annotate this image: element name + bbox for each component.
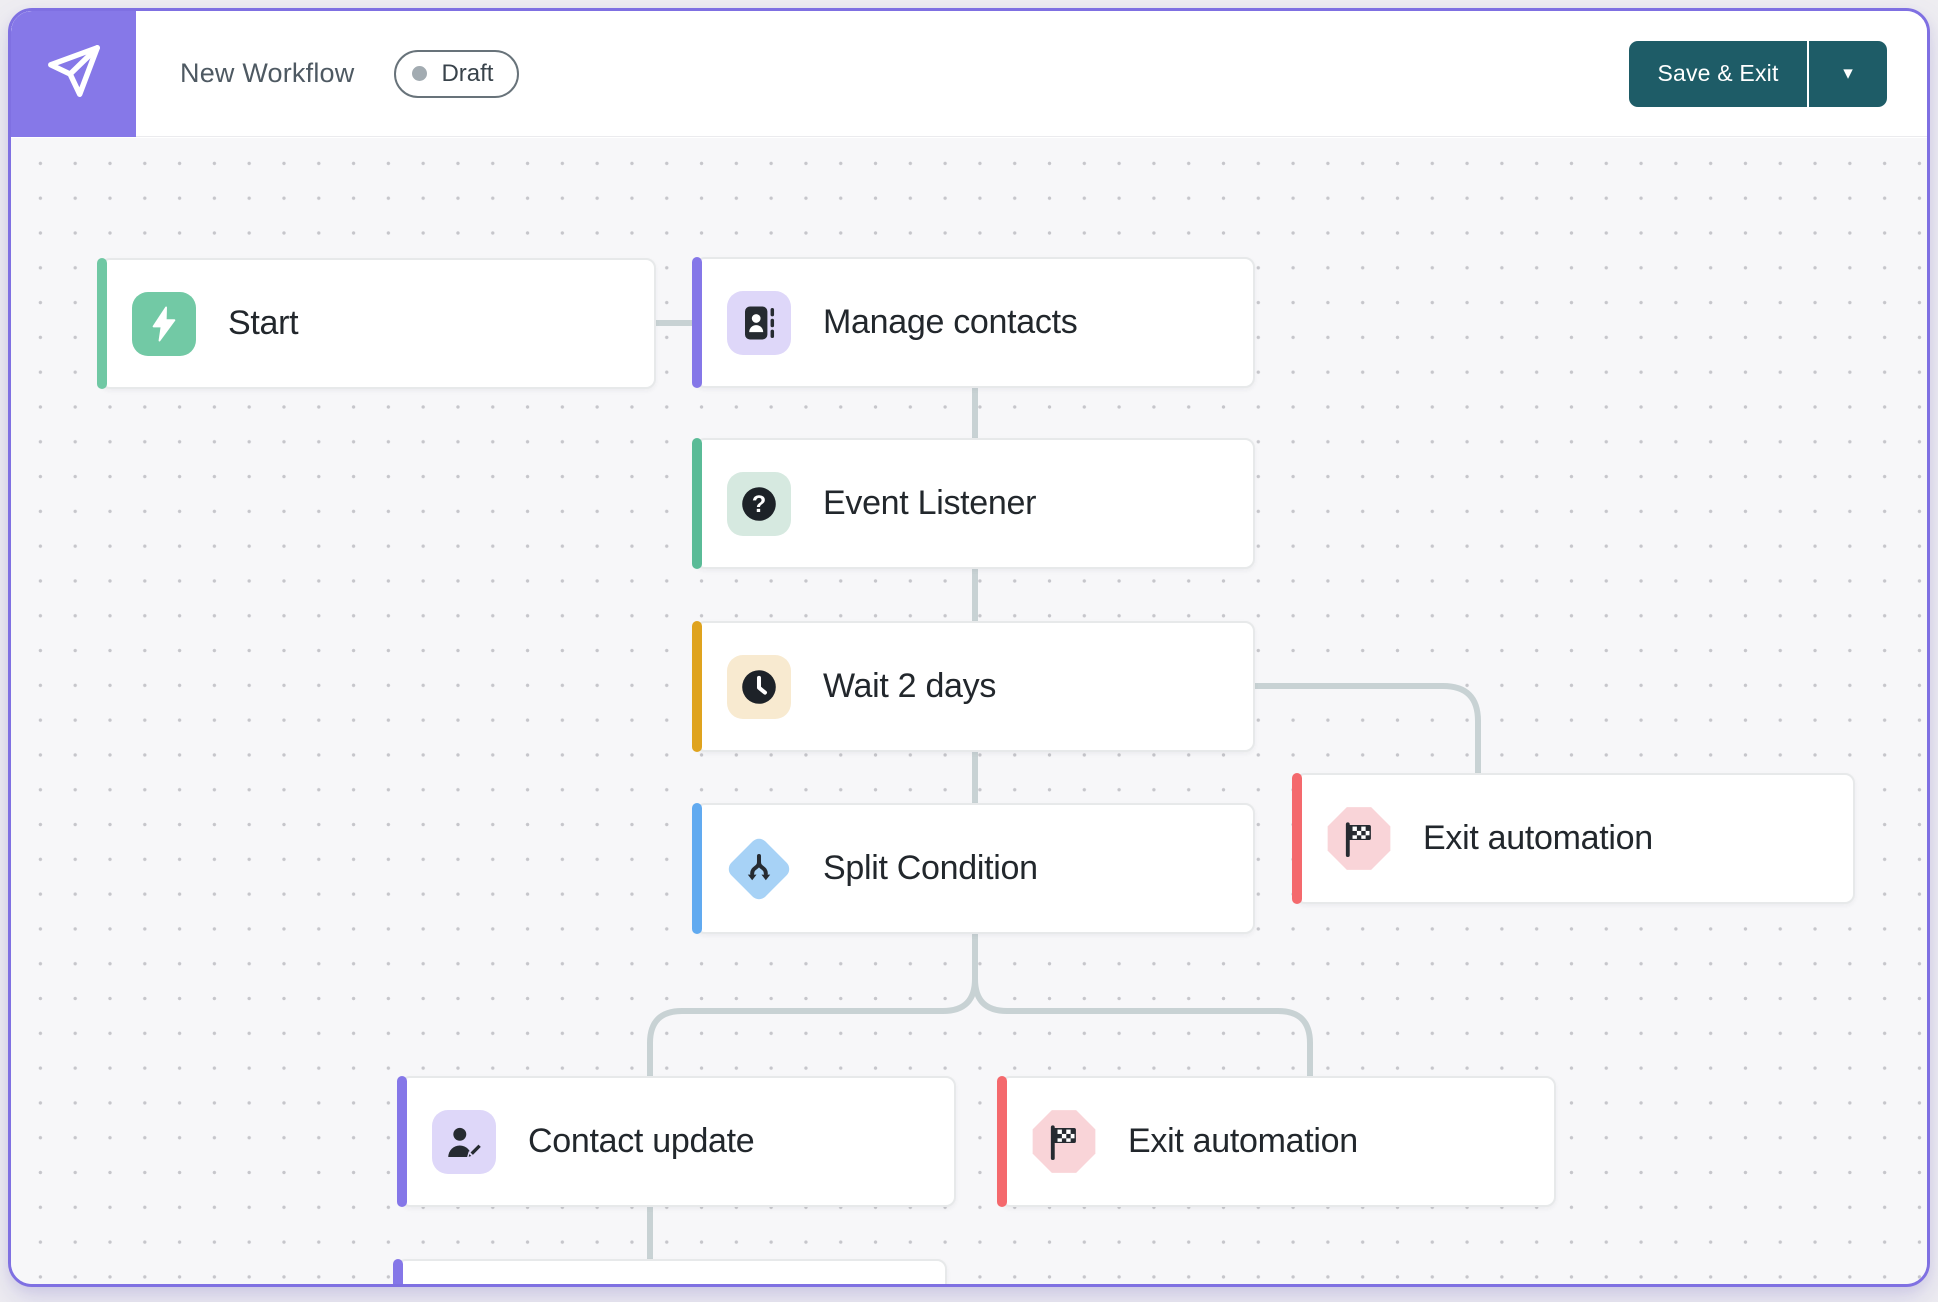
node-label: Event Listener xyxy=(823,484,1037,522)
node-manage-contacts[interactable]: Manage contacts xyxy=(692,257,1255,388)
edge-wait-to-exit-right xyxy=(1255,683,1481,773)
split-branch-icon xyxy=(725,834,793,903)
person-edit-icon xyxy=(432,1109,496,1174)
node-accent-bar xyxy=(393,1259,403,1284)
edge-split-to-contact xyxy=(647,933,978,1076)
clock-icon xyxy=(727,654,791,719)
node-accent-bar xyxy=(692,257,702,388)
node-accent-bar xyxy=(692,803,702,934)
workflow-canvas[interactable]: Start Manage contacts xyxy=(11,138,1927,1284)
address-book-icon xyxy=(727,290,791,355)
node-event-listener[interactable]: ? Event Listener xyxy=(692,438,1255,569)
node-label: Wait 2 days xyxy=(823,667,997,705)
app-logo[interactable] xyxy=(11,11,136,137)
header-bar: New Workflow Draft Save & Exit ▾ xyxy=(11,11,1927,137)
node-exit-automation-right[interactable]: Exit automation xyxy=(1292,773,1855,904)
node-accent-bar xyxy=(997,1076,1007,1207)
edge-split-to-exit-bottom xyxy=(972,978,1313,1076)
node-label: Start xyxy=(228,304,299,342)
chevron-down-icon: ▾ xyxy=(1843,63,1853,84)
page-title: New Workflow xyxy=(180,58,355,88)
node-accent-bar xyxy=(692,621,702,752)
node-split-condition[interactable]: Split Condition xyxy=(692,803,1255,934)
node-partial-bottom[interactable] xyxy=(393,1259,947,1284)
node-label: Manage contacts xyxy=(823,303,1078,341)
node-label: Split Condition xyxy=(823,849,1038,887)
node-accent-bar xyxy=(97,258,107,389)
node-label: Contact update xyxy=(528,1122,755,1160)
connector-lines xyxy=(647,320,1481,1259)
svg-text:?: ? xyxy=(752,492,766,518)
node-accent-bar xyxy=(397,1076,407,1207)
node-start[interactable]: Start xyxy=(97,258,656,389)
checkered-flag-icon xyxy=(1327,807,1391,870)
node-accent-bar xyxy=(692,438,702,569)
node-label: Exit automation xyxy=(1423,819,1653,857)
node-contact-update[interactable]: Contact update xyxy=(397,1076,956,1207)
status-dot-icon xyxy=(412,66,428,81)
checkered-flag-icon xyxy=(1032,1110,1096,1173)
node-label: Exit automation xyxy=(1128,1122,1358,1160)
workflow-editor-window: New Workflow Draft Save & Exit ▾ xyxy=(8,8,1930,1287)
node-wait-2-days[interactable]: Wait 2 days xyxy=(692,621,1255,752)
save-split-button-group: Save & Exit ▾ xyxy=(1629,40,1887,107)
save-options-dropdown-button[interactable]: ▾ xyxy=(1807,40,1887,107)
question-mark-icon: ? xyxy=(727,471,791,536)
lightning-icon xyxy=(132,291,196,356)
save-exit-button[interactable]: Save & Exit xyxy=(1629,40,1807,107)
status-badge: Draft xyxy=(394,49,520,98)
status-badge-label: Draft xyxy=(441,59,494,87)
node-accent-bar xyxy=(1292,773,1302,904)
node-exit-automation-bottom[interactable]: Exit automation xyxy=(997,1076,1556,1207)
send-paper-plane-icon xyxy=(43,40,105,107)
